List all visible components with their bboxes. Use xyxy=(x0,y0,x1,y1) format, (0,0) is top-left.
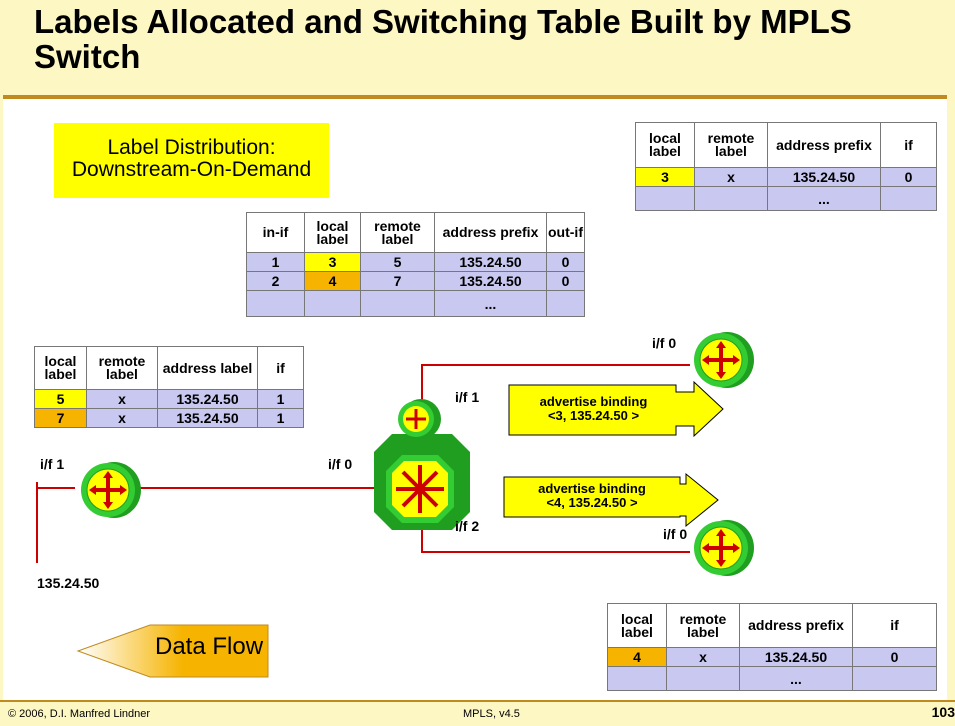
footer-course: MPLS, v4.5 xyxy=(463,708,520,720)
header-out-if: out-if xyxy=(546,212,585,253)
page-number: 103 xyxy=(931,704,955,720)
header-remote-label: remote label xyxy=(694,122,768,168)
table-cell: 0 xyxy=(546,271,585,291)
table-cell: x xyxy=(666,647,740,667)
header-local-label: local label xyxy=(635,122,695,168)
table-cell: 1 xyxy=(246,252,305,272)
table-cell: 1 xyxy=(257,408,304,428)
table-cell: 2 xyxy=(246,271,305,291)
footer-bar: © 2006, D.I. Manfred Lindner MPLS, v4.5 … xyxy=(0,700,955,726)
table-cell xyxy=(852,666,937,691)
table-cell: 5 xyxy=(360,252,435,272)
advertise-line: advertise binding xyxy=(538,481,646,496)
table-cell: 135.24.50 xyxy=(767,167,881,187)
bottom-router-if-label: i/f 0 xyxy=(663,526,688,542)
table-cell xyxy=(694,186,768,211)
header-in-if: in-if xyxy=(246,212,305,253)
table-cell xyxy=(546,290,585,317)
mpls-switch-icon xyxy=(374,399,470,530)
table-cell: 1 xyxy=(257,389,304,409)
footer-copyright: © 2006, D.I. Manfred Lindner xyxy=(8,708,151,720)
top-router-if-label: i/f 0 xyxy=(652,335,677,351)
table-cell xyxy=(360,290,435,317)
advertise-binding-2: advertise binding <4, 135.24.50 > xyxy=(506,482,678,510)
router-icon xyxy=(79,460,143,520)
title-bar: Labels Allocated and Switching Table Bui… xyxy=(0,0,955,99)
table-cell: 135.24.50 xyxy=(434,252,547,272)
advertise-binding-1: advertise binding <3, 135.24.50 > xyxy=(511,395,676,423)
table-cell: 5 xyxy=(34,389,87,409)
header-local-label: local label xyxy=(607,603,667,648)
table-cell: ... xyxy=(434,290,547,317)
header-address-prefix: address prefix xyxy=(739,603,853,648)
table-cell: x xyxy=(694,167,768,187)
table-cell: 4 xyxy=(304,271,361,291)
header-if: if xyxy=(880,122,937,168)
table-cell xyxy=(666,666,740,691)
table-cell: ... xyxy=(767,186,881,211)
header-address-prefix: address prefix xyxy=(434,212,547,253)
table-cell: x xyxy=(86,408,158,428)
table-cell: ... xyxy=(739,666,853,691)
table-cell: x xyxy=(86,389,158,409)
table-cell: 3 xyxy=(304,252,361,272)
label-distribution-line2: Downstream-On-Demand xyxy=(71,158,312,181)
header-if: if xyxy=(852,603,937,648)
frame-left xyxy=(0,95,3,700)
header-remote-label: remote label xyxy=(360,212,435,253)
table-cell: 135.24.50 xyxy=(157,389,258,409)
table-cell: 135.24.50 xyxy=(157,408,258,428)
header-remote-label: remote label xyxy=(666,603,740,648)
data-flow-label: Data Flow xyxy=(155,633,264,660)
left-router-if-label: i/f 1 xyxy=(40,456,65,472)
switch-if1-label: i/f 1 xyxy=(455,389,480,405)
advertise-line: <3, 135.24.50 > xyxy=(547,408,640,423)
table-cell: 0 xyxy=(546,252,585,272)
switch-if0-label: i/f 0 xyxy=(328,456,353,472)
table-cell xyxy=(246,290,305,317)
table-cell: 3 xyxy=(635,167,695,187)
table-cell: 135.24.50 xyxy=(434,271,547,291)
top-right-table: local label remote label address prefix … xyxy=(635,122,937,211)
table-cell xyxy=(635,186,695,211)
switching-table: in-if local label remote label address p… xyxy=(246,212,585,317)
network-label: 135.24.50 xyxy=(37,575,100,591)
frame-right xyxy=(947,95,955,700)
router-icon xyxy=(692,330,756,390)
table-cell: 135.24.50 xyxy=(739,647,853,667)
table-cell xyxy=(880,186,937,211)
advertise-line: <4, 135.24.50 > xyxy=(546,495,638,510)
label-distribution-line1: Label Distribution: xyxy=(107,136,276,159)
table-cell: 7 xyxy=(34,408,87,428)
header-remote-label: remote label xyxy=(86,346,158,390)
table-cell: 0 xyxy=(880,167,937,187)
header-local-label: local label xyxy=(304,212,361,253)
table-cell: 4 xyxy=(607,647,667,667)
advertise-line: advertise binding xyxy=(539,394,648,409)
header-local-label: local label xyxy=(34,346,87,390)
header-if: if xyxy=(257,346,304,390)
left-table: local label remote label address label i… xyxy=(34,346,304,428)
table-cell xyxy=(607,666,667,691)
table-cell: 7 xyxy=(360,271,435,291)
bottom-right-table: local label remote label address prefix … xyxy=(607,603,937,691)
slide-title: Labels Allocated and Switching Table Bui… xyxy=(34,3,852,75)
table-cell xyxy=(304,290,361,317)
router-icon xyxy=(692,518,756,578)
header-address-prefix: address prefix xyxy=(767,122,881,168)
table-cell: 0 xyxy=(852,647,937,667)
label-distribution-box: Label Distribution: Downstream-On-Demand xyxy=(54,123,329,198)
header-address-label: address label xyxy=(157,346,258,390)
switch-if2-label: i/f 2 xyxy=(455,518,480,534)
